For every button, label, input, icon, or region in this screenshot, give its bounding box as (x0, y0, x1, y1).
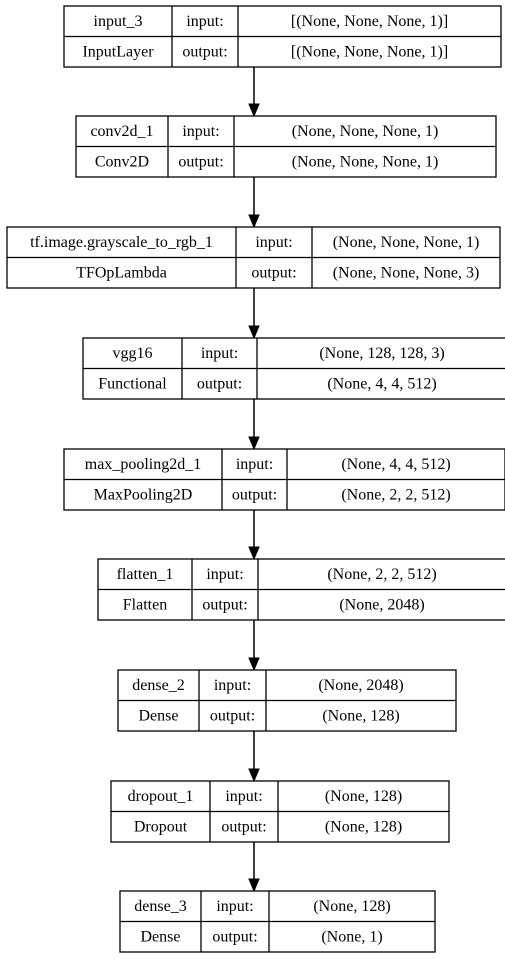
output-shape: (None, None, None, 3) (333, 264, 480, 281)
output-shape: (None, None, None, 1) (292, 153, 439, 170)
layer-class: MaxPooling2D (94, 486, 193, 503)
input-shape: (None, None, None, 1) (292, 123, 439, 140)
layer-class: Dropout (134, 818, 188, 835)
layer-class: Dense (141, 928, 181, 945)
layer-class: Dense (139, 707, 179, 724)
arrowhead (248, 878, 260, 893)
arrowhead (248, 325, 260, 340)
layer-name: vgg16 (113, 345, 153, 362)
input-label: input: (255, 234, 292, 251)
output-shape: [(None, None, None, 1)] (291, 43, 448, 60)
edge-arrow (248, 842, 260, 893)
layer-name: input_3 (94, 13, 143, 30)
edge-arrow (248, 510, 260, 561)
layer-class: Functional (98, 375, 167, 392)
input-label: input: (201, 345, 238, 362)
edge-arrow (248, 731, 260, 783)
input-label: input: (214, 677, 251, 694)
output-label: output: (232, 486, 277, 503)
input-shape: (None, None, None, 1) (333, 234, 480, 251)
input-shape: [(None, None, None, 1)] (291, 13, 448, 30)
output-label: output: (221, 818, 266, 835)
arrowhead (248, 436, 260, 451)
edge-arrow (248, 620, 260, 672)
input-label: input: (206, 566, 243, 583)
input-shape: (None, 2048) (318, 677, 403, 694)
layer-name: tf.image.grayscale_to_rgb_1 (30, 234, 213, 251)
input-label: input: (216, 898, 253, 915)
arrowhead (248, 103, 260, 118)
input-label: input: (186, 13, 223, 30)
edge-arrow (248, 399, 260, 451)
output-shape: (None, 4, 4, 512) (327, 375, 436, 392)
output-label: output: (210, 707, 255, 724)
input-shape: (None, 2, 2, 512) (327, 566, 436, 583)
layer-name: flatten_1 (117, 566, 174, 583)
layer-class: TFOpLambda (76, 264, 167, 281)
arrowhead (248, 768, 260, 783)
layer-name: dropout_1 (128, 788, 194, 805)
edges-group (248, 67, 260, 893)
layer-name: dense_2 (132, 677, 184, 694)
output-shape: (None, 1) (321, 928, 382, 945)
arrowhead (248, 657, 260, 672)
output-shape: (None, 128) (322, 707, 399, 724)
layer-class: Flatten (123, 596, 167, 613)
input-shape: (None, 128) (313, 898, 390, 915)
output-shape: (None, 2048) (339, 596, 424, 613)
input-label: input: (236, 456, 273, 473)
input-shape: (None, 128, 128, 3) (319, 345, 444, 362)
output-shape: (None, 2, 2, 512) (341, 486, 450, 503)
output-label: output: (178, 153, 223, 170)
edge-arrow (248, 288, 260, 340)
arrowhead (248, 546, 260, 561)
output-label: output: (202, 596, 247, 613)
output-label: output: (251, 264, 296, 281)
input-label: input: (225, 788, 262, 805)
edge-arrow (248, 67, 260, 118)
output-label: output: (212, 928, 257, 945)
layer-name: conv2d_1 (90, 123, 153, 140)
output-label: output: (197, 375, 242, 392)
arrowhead (248, 214, 260, 229)
layer-name: max_pooling2d_1 (85, 456, 201, 473)
layer-name: dense_3 (134, 898, 186, 915)
input-shape: (None, 4, 4, 512) (341, 456, 450, 473)
layer-class: InputLayer (82, 43, 154, 60)
output-label: output: (182, 43, 227, 60)
layer-class: Conv2D (95, 153, 149, 170)
input-label: input: (182, 123, 219, 140)
edge-arrow (248, 177, 260, 229)
output-shape: (None, 128) (325, 818, 402, 835)
input-shape: (None, 128) (325, 788, 402, 805)
